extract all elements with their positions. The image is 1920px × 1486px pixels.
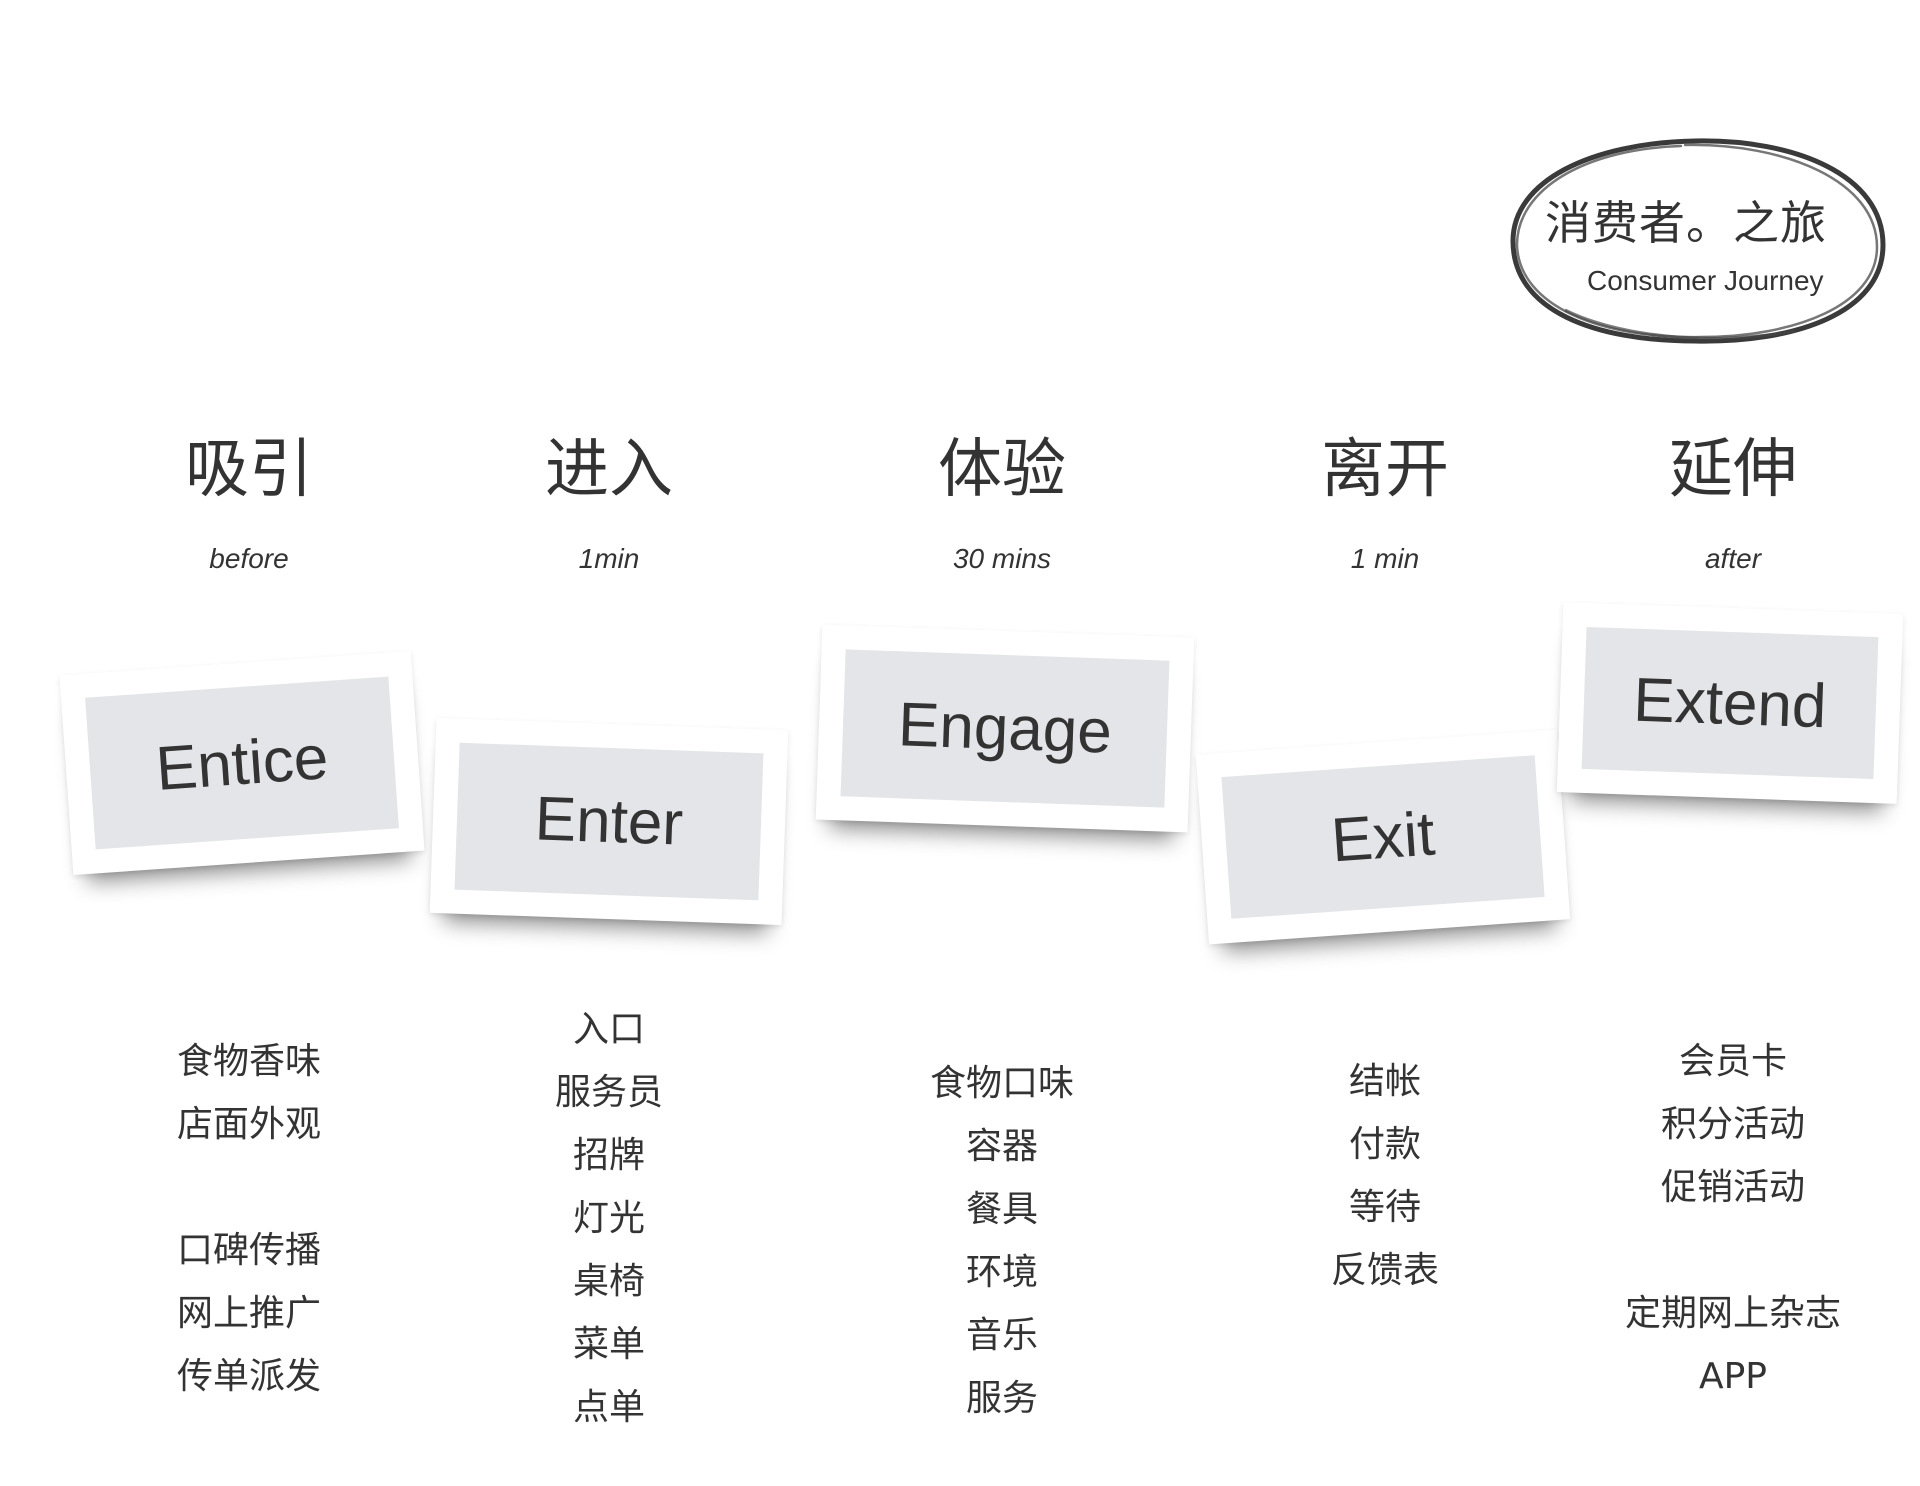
list-item: 结帐	[1348, 1061, 1421, 1102]
card-exit: Exit	[1195, 729, 1571, 945]
stage-duration-enter: 1min	[578, 543, 640, 574]
list-item: 入口	[572, 1009, 645, 1050]
list-item: 服务	[965, 1378, 1038, 1419]
list-item: 服务员	[554, 1072, 663, 1113]
list-item: 传单派发	[176, 1356, 321, 1397]
list-item: APP	[1698, 1356, 1768, 1397]
list-item: 环境	[965, 1252, 1038, 1293]
list-item: 等待	[1348, 1187, 1421, 1228]
list-item: 容器	[965, 1126, 1038, 1167]
card-inner-extend: Extend	[1581, 626, 1879, 780]
list-item: 定期网上杂志	[1624, 1293, 1841, 1334]
card-inner-exit: Exit	[1221, 755, 1545, 919]
card-enter: Enter	[429, 717, 789, 926]
item-list-engage: 食物口味 容器 餐具 环境 音乐 服务	[852, 1052, 1152, 1430]
list-item: 促销活动	[1660, 1167, 1805, 1208]
card-engage: Engage	[815, 624, 1195, 833]
card-extend: Extend	[1556, 602, 1904, 804]
list-item: 会员卡	[1678, 1041, 1787, 1082]
list-item: 桌椅	[572, 1261, 645, 1302]
list-item: 付款	[1348, 1124, 1421, 1165]
stage-heading-engage: 体验	[938, 433, 1066, 507]
card-label-enter: Enter	[533, 784, 685, 859]
stage-duration-extend: after	[1704, 543, 1762, 574]
hand-drawn-ellipse	[1510, 138, 1886, 344]
item-list-enter: 入口 服务员 招牌 灯光 桌椅 菜单 点单	[459, 998, 759, 1439]
badge-title: 消费者。之旅	[1545, 196, 1827, 250]
list-item: 招牌	[572, 1135, 645, 1176]
list-item: 反馈表	[1330, 1250, 1439, 1291]
list-gap	[1583, 1219, 1883, 1282]
card-entice: Entice	[59, 650, 425, 876]
badge-subtitle: Consumer Journey	[1587, 265, 1824, 296]
list-item: 点单	[572, 1387, 645, 1428]
stage-duration-engage: 30 mins	[952, 543, 1052, 574]
list-item: 菜单	[572, 1324, 645, 1365]
list-item: 积分活动	[1660, 1104, 1805, 1145]
item-list-extend: 会员卡 积分活动 促销活动 定期网上杂志 APP	[1583, 1030, 1883, 1408]
card-label-engage: Engage	[896, 690, 1114, 767]
stage-heading-entice: 吸引	[185, 433, 313, 507]
list-item: 网上推广	[176, 1293, 321, 1334]
stage-duration-entice: before	[209, 543, 289, 574]
card-inner-entice: Entice	[85, 676, 399, 850]
card-inner-engage: Engage	[840, 649, 1170, 808]
stage-heading-exit: 离开	[1321, 433, 1449, 507]
title-badge: 消费者。之旅 Consumer Journey	[1505, 135, 1890, 350]
list-item: 店面外观	[176, 1104, 321, 1145]
card-label-exit: Exit	[1329, 798, 1437, 876]
list-item: 灯光	[572, 1198, 645, 1239]
list-item: 餐具	[965, 1189, 1038, 1230]
card-inner-enter: Enter	[454, 742, 764, 901]
list-gap	[99, 1156, 399, 1219]
list-item: 食物口味	[929, 1063, 1074, 1104]
list-item: 音乐	[965, 1315, 1038, 1356]
stage-heading-enter: 进入	[545, 433, 673, 507]
item-list-exit: 结帐 付款 等待 反馈表	[1235, 1050, 1535, 1302]
list-item: 口碑传播	[176, 1230, 321, 1271]
card-label-extend: Extend	[1632, 665, 1828, 741]
stage-heading-extend: 延伸	[1669, 433, 1797, 507]
item-list-entice: 食物香味 店面外观 口碑传播 网上推广 传单派发	[99, 1030, 399, 1408]
card-label-entice: Entice	[153, 722, 331, 804]
stage-duration-exit: 1 min	[1350, 543, 1420, 574]
list-item: 食物香味	[176, 1041, 321, 1082]
